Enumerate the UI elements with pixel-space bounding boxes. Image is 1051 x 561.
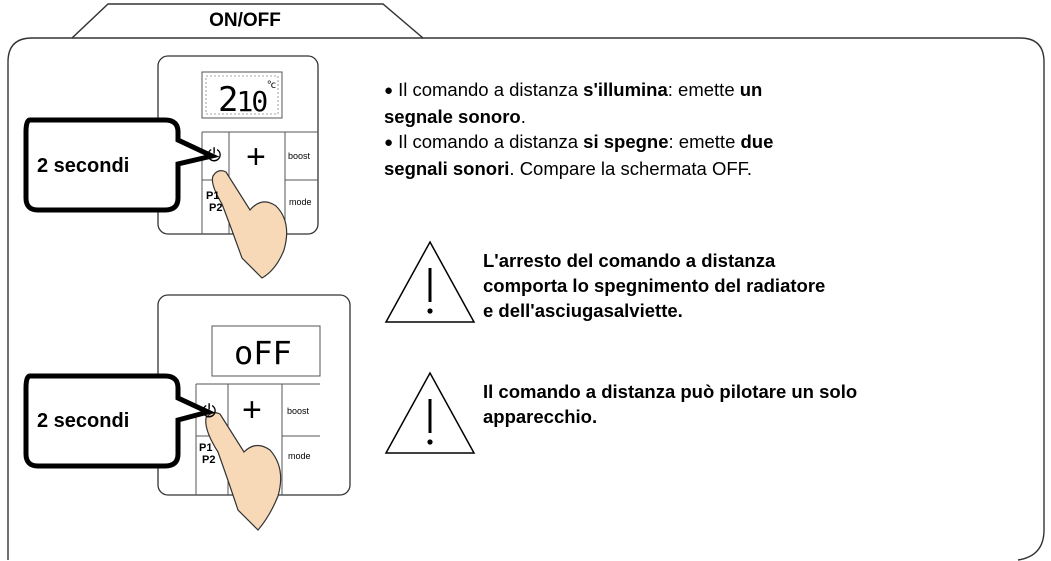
warning-triangle-icon bbox=[384, 371, 476, 454]
warning-triangle-icon bbox=[384, 240, 476, 323]
plus-button-on[interactable]: + bbox=[246, 138, 266, 176]
p1-label-off[interactable]: P1 bbox=[199, 442, 213, 454]
remote-on-body bbox=[157, 55, 319, 235]
power-button-on[interactable]: ⏻ bbox=[207, 145, 222, 165]
p2-label-on[interactable]: P2 bbox=[209, 202, 223, 214]
p2-label-off[interactable]: P2 bbox=[202, 454, 216, 466]
lcd-unit: °c bbox=[266, 80, 276, 91]
hand-pointer-icon bbox=[211, 170, 288, 279]
power-button-off[interactable]: ⏻ bbox=[202, 401, 217, 421]
remote-off-body bbox=[157, 294, 351, 496]
instruction-off: Il comando a distanza si spegne: emette … bbox=[384, 129, 1024, 156]
instruction-on-cont: segnale sonoro. bbox=[384, 106, 526, 127]
boost-button-on[interactable]: boost bbox=[288, 151, 311, 161]
section-title: ON/OFF bbox=[209, 10, 281, 31]
mode-button-on[interactable]: mode bbox=[289, 197, 312, 207]
plus-button-off[interactable]: + bbox=[242, 391, 262, 429]
instruction-on: Il comando a distanza s'illumina: emette… bbox=[384, 77, 1024, 104]
boost-button-off[interactable]: boost bbox=[287, 406, 310, 416]
instruction-off-cont: segnali sonori. Compare la schermata OFF… bbox=[384, 158, 753, 179]
callout-bubble-on bbox=[23, 117, 220, 213]
instructions: Il comando a distanza s'illumina: emette… bbox=[384, 77, 1024, 181]
callout-text-on: 2 secondi bbox=[37, 155, 130, 177]
p1-label-on[interactable]: P1 bbox=[206, 190, 220, 202]
lcd-off-text: oFF bbox=[234, 334, 292, 372]
hand-pointer-icon bbox=[205, 412, 282, 531]
mode-button-off[interactable]: mode bbox=[288, 451, 311, 461]
lcd-digit-2: 10 bbox=[236, 85, 268, 118]
warning-2: Il comando a distanza può pilotare un so… bbox=[483, 381, 858, 427]
lcd-digit-1: 2 bbox=[218, 80, 239, 120]
callout-bubble-off bbox=[23, 373, 216, 469]
callout-text-off: 2 secondi bbox=[37, 410, 130, 432]
warning-1: L'arresto del comando a distanza comport… bbox=[483, 250, 826, 321]
